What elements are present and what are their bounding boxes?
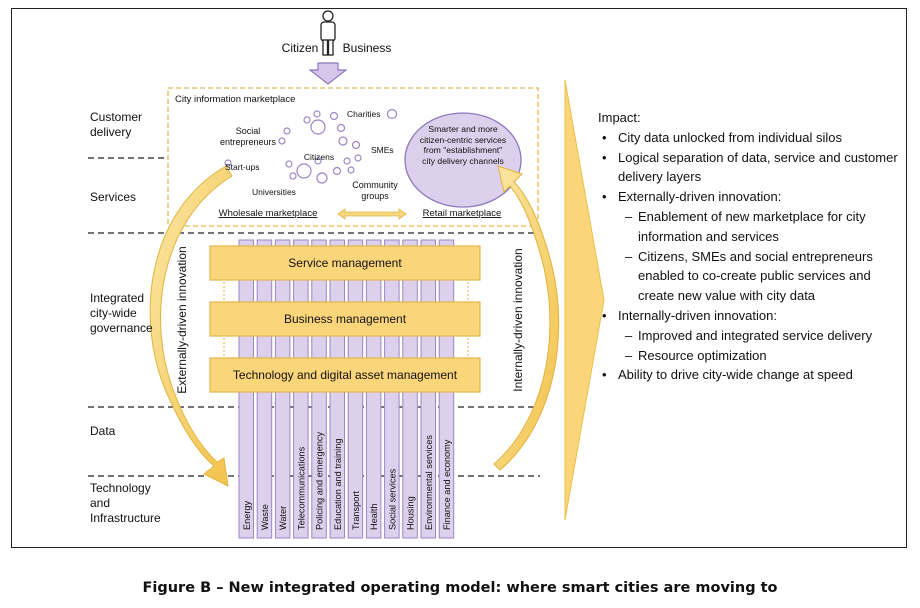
- technology-management-bar: [209, 357, 481, 393]
- internally-driven-curved-arrow: [493, 165, 560, 471]
- sector-label: Health: [369, 503, 379, 530]
- sector-label: Education and training: [333, 439, 343, 530]
- sector-label: Housing: [406, 496, 416, 530]
- impact-subitem: –Enablement of new marketplace for city …: [598, 207, 898, 247]
- bar-connectors: [223, 282, 469, 356]
- sector-label: Waste: [260, 504, 270, 530]
- layer-label-technology: Technology and Infrastructure: [90, 481, 161, 525]
- citizens-label: Citizens: [304, 152, 334, 162]
- impact-subitem-text: Improved and integrated service delivery: [638, 327, 873, 343]
- sector-label: Water: [278, 506, 288, 530]
- retail-marketplace-label: Retail marketplace: [423, 208, 502, 219]
- startups-label: Start-ups: [225, 162, 260, 172]
- impact-item: Internally-driven innovation:: [598, 306, 898, 326]
- charities-label: Charities: [347, 109, 381, 119]
- dash-icon: –: [625, 208, 633, 224]
- impact-subitem: –Improved and integrated service deliver…: [598, 326, 898, 346]
- sector-label: Environmental services: [424, 435, 434, 530]
- impact-subitem-text: Resource optimization: [638, 347, 767, 363]
- wholesale-marketplace-label: Wholesale marketplace: [219, 208, 318, 219]
- marketplace-title: City information marketplace: [175, 94, 295, 105]
- management-bars: [209, 245, 481, 393]
- layer-label-integrated-governance: Integrated city-wide governance: [90, 291, 153, 335]
- dash-icon: –: [625, 327, 633, 343]
- layer-label-data: Data: [90, 424, 116, 438]
- citizen-label: Citizen: [282, 41, 319, 55]
- city-information-marketplace-box: [167, 87, 539, 227]
- community-groups-label: Community groups: [352, 180, 398, 201]
- dash-icon: –: [625, 248, 633, 264]
- impact-subitem: –Citizens, SMEs and social entrepreneurs…: [598, 247, 898, 306]
- layer-label-services: Services: [90, 190, 137, 204]
- impact-heading: Impact:: [598, 110, 641, 125]
- business-label: Business: [343, 41, 392, 55]
- impact-list: City data unlocked from individual silos…: [598, 128, 898, 385]
- business-management-label: Business management: [284, 312, 407, 326]
- impact-subitem-text: Enablement of new marketplace for city i…: [638, 208, 866, 244]
- wholesale-retail-arrow-icon: [337, 208, 407, 220]
- down-arrow-icon: [308, 62, 348, 85]
- technology-management-label: Technology and digital asset management: [233, 368, 458, 382]
- smarter-services-label: Smarter and more citizen-centric service…: [419, 124, 507, 166]
- impact-item: Logical separation of data, service and …: [598, 148, 898, 188]
- impact-subitem-text: Citizens, SMEs and social entrepreneurs …: [638, 248, 873, 304]
- impact-item: Ability to drive city-wide change at spe…: [598, 365, 898, 385]
- diagram-frame: [11, 8, 907, 548]
- sector-label: Telecommunications: [296, 446, 306, 530]
- internally-driven-label: Internally-driven innovation: [511, 248, 525, 391]
- impact-chevron-icon: [564, 79, 605, 521]
- impact-item: City data unlocked from individual silos: [598, 128, 898, 148]
- smarter-services-ellipse: [404, 112, 522, 208]
- sector-label: Energy: [242, 500, 252, 530]
- impact-subitem: –Resource optimization: [598, 346, 898, 366]
- smes-label: SMEs: [371, 145, 394, 155]
- sector-label: Transport: [351, 491, 361, 530]
- sector-label: Social services: [387, 468, 397, 530]
- marketplace-bubbles: [224, 108, 398, 184]
- service-management-bar: [209, 245, 481, 281]
- person-icon: [320, 10, 336, 56]
- dash-icon: –: [625, 347, 633, 363]
- business-management-bar: [209, 301, 481, 337]
- figure-caption: Figure B – New integrated operating mode…: [142, 580, 778, 596]
- layer-label-customer-delivery: Customer delivery: [90, 110, 143, 139]
- social-entrepreneurs-label: Social entrepreneurs: [219, 126, 277, 147]
- impact-panel: Impact: City data unlocked from individu…: [598, 108, 898, 385]
- sector-label: Finance and economy: [442, 439, 452, 530]
- service-management-label: Service management: [288, 256, 402, 270]
- impact-item: Externally-driven innovation:: [598, 187, 898, 207]
- externally-driven-curved-arrow: [149, 165, 233, 487]
- sector-label: Policing and emergency: [315, 432, 325, 530]
- universities-label: Universities: [252, 187, 296, 197]
- externally-driven-label: Externally-driven innovation: [175, 246, 189, 393]
